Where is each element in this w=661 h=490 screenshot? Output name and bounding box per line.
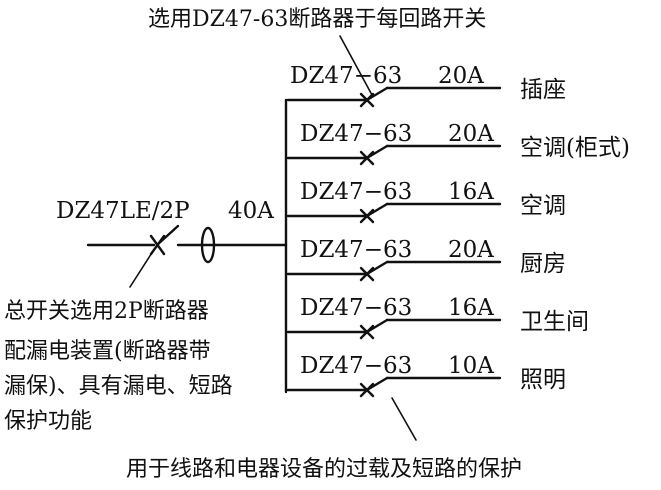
branch-breaker-symbol [286, 318, 502, 340]
main-breaker-desc-line-2: 配漏电装置(断路器带 [4, 339, 211, 364]
main-breaker-model: DZ47LE/2P [56, 198, 190, 224]
main-breaker-symbol [149, 224, 288, 264]
branch-row: DZ47−63 20A 空调(柜式) [286, 121, 630, 166]
branch-circuit-name: 空调 [520, 193, 566, 219]
branch-breaker-symbol [286, 86, 502, 108]
branch-rating: 20A [448, 121, 494, 147]
branch-model: DZ47−63 [300, 295, 412, 321]
top-annotation: 选用DZ47-63断路器于每回路开关 [148, 7, 486, 32]
branch-rating: 16A [448, 179, 494, 205]
branch-rating: 20A [448, 237, 494, 263]
branch-row: DZ47−63 16A 空调 [286, 179, 566, 224]
branch-circuit-name: 卫生间 [520, 309, 589, 335]
branch-model: DZ47−63 [300, 353, 412, 379]
branch-circuit-name: 插座 [520, 77, 566, 103]
main-breaker-desc-line-4: 保护功能 [4, 409, 92, 434]
branch-circuit-name: 照明 [520, 367, 566, 393]
branch-rating: 10A [448, 353, 494, 379]
main-leader-line [129, 247, 156, 288]
branch-circuit-name: 空调(柜式) [520, 135, 630, 161]
branch-rating: 16A [448, 295, 494, 321]
bottom-leader-line [391, 397, 417, 441]
branch-model: DZ47−63 [300, 121, 412, 147]
branch-circuits: DZ47−63 20A 插座 DZ47−63 20A 空调(柜式) DZ47−63 16A 空调… [286, 63, 630, 398]
branch-model: DZ47−63 [290, 63, 402, 89]
branch-model: DZ47−63 [300, 237, 412, 263]
top-leader-line [339, 35, 373, 96]
branch-row: DZ47−63 10A 照明 [286, 353, 566, 398]
main-breaker-rating: 40A [228, 198, 274, 224]
branch-breaker-symbol [286, 260, 502, 282]
branch-breaker-symbol [286, 202, 502, 224]
main-breaker-desc-line-3: 漏保)、具有漏电、短路 [4, 374, 233, 399]
branch-row: DZ47−63 20A 插座 [286, 63, 566, 108]
branch-row: DZ47−63 16A 卫生间 [286, 295, 589, 340]
branch-row: DZ47−63 20A 厨房 [286, 237, 566, 282]
branch-circuit-name: 厨房 [520, 251, 566, 277]
main-breaker-desc-line-1: 总开关选用2P断路器 [4, 299, 209, 324]
branch-breaker-symbol [286, 376, 502, 398]
branch-model: DZ47−63 [300, 179, 412, 205]
branch-breaker-symbol [286, 144, 502, 166]
bottom-annotation: 用于线路和电器设备的过载及短路的保护 [126, 457, 522, 482]
branch-rating: 20A [438, 63, 484, 89]
